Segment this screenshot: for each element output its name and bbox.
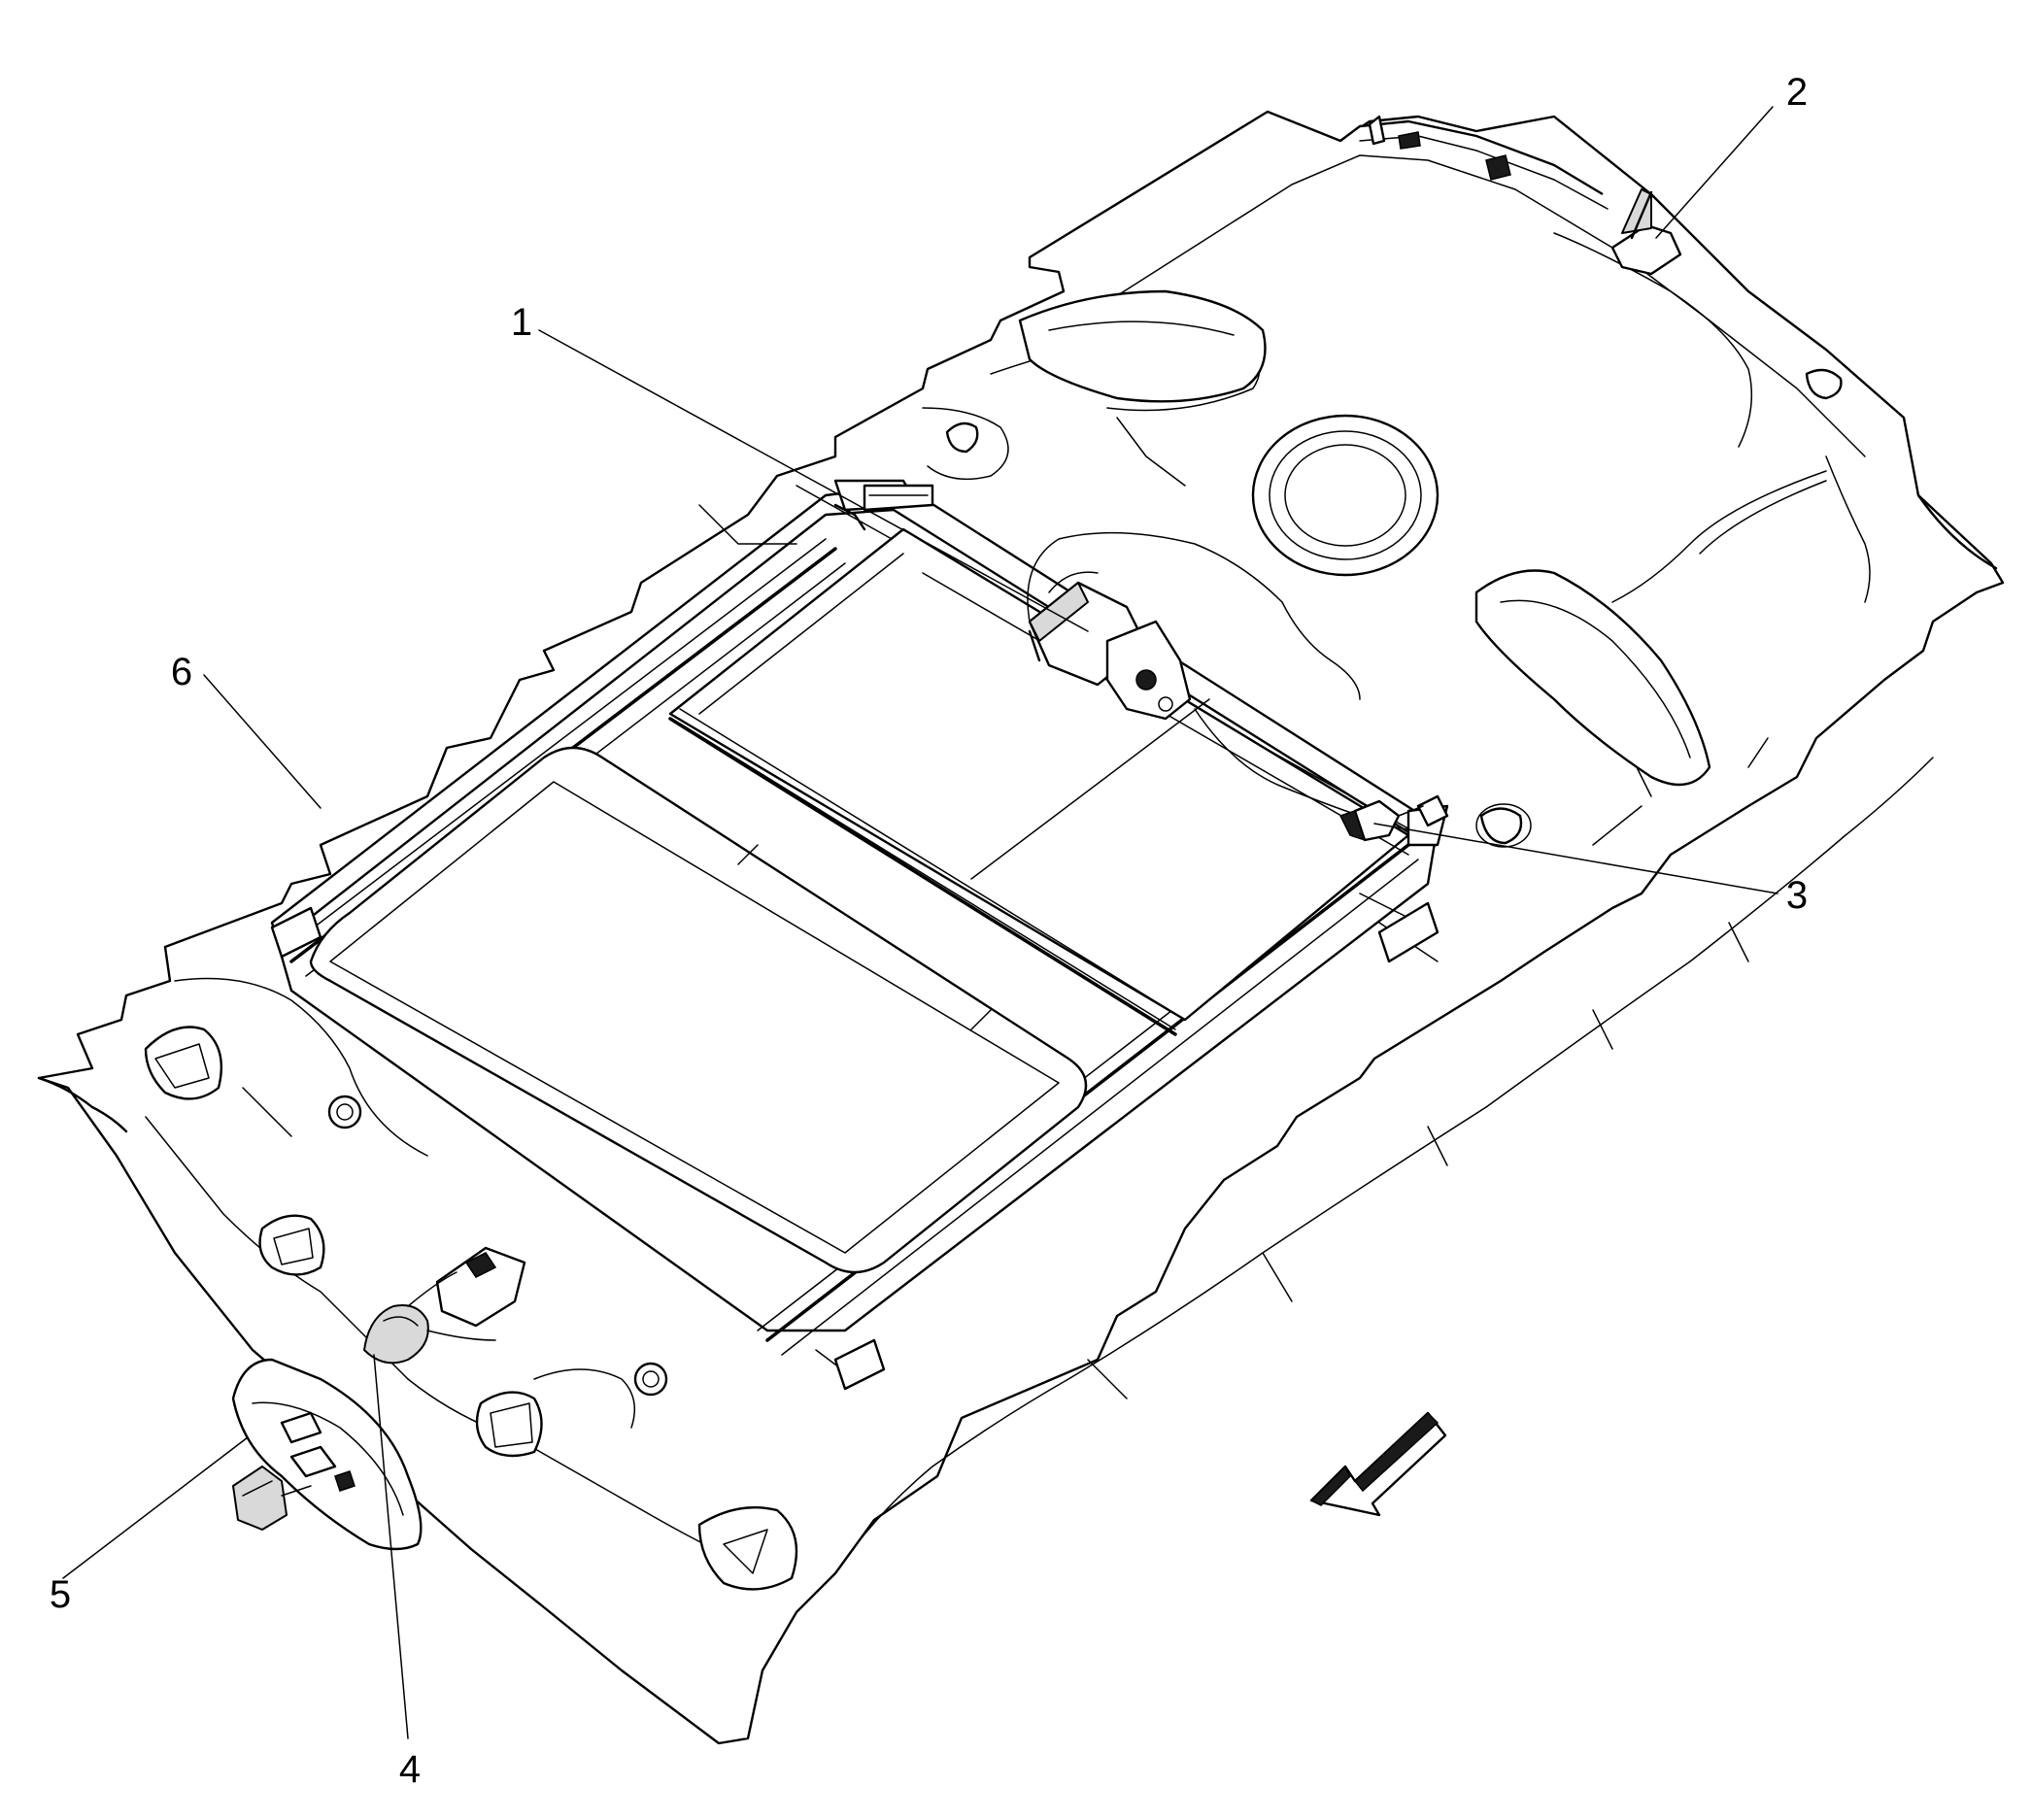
- overhead-console: [231, 1358, 423, 1551]
- callout-6: 6: [171, 651, 192, 693]
- callout-2: 2: [1786, 71, 1808, 114]
- handle-recess-rear-right: [1474, 569, 1711, 787]
- handle-recess-rear-left: [1018, 289, 1267, 403]
- dome-lamp: [363, 1246, 526, 1365]
- direction-arrow: [1309, 1411, 1447, 1517]
- callout-labels: 1 2 3 4 5 6: [50, 71, 1808, 1791]
- callout-4: 4: [399, 1748, 421, 1791]
- leader-lines: [62, 106, 1778, 1739]
- sunroof-motor: [1028, 571, 1192, 721]
- callout-3: 3: [1786, 874, 1808, 917]
- connector-3: [1338, 794, 1449, 842]
- clip-recesses: [945, 368, 1843, 848]
- harness-wire: [1027, 470, 1827, 817]
- antenna: [1339, 115, 1682, 276]
- grommets: [327, 1095, 668, 1397]
- speaker-recess: [1251, 414, 1439, 577]
- front-recesses: [144, 1026, 798, 1591]
- callout-1: 1: [511, 301, 532, 344]
- callout-5: 5: [50, 1573, 71, 1616]
